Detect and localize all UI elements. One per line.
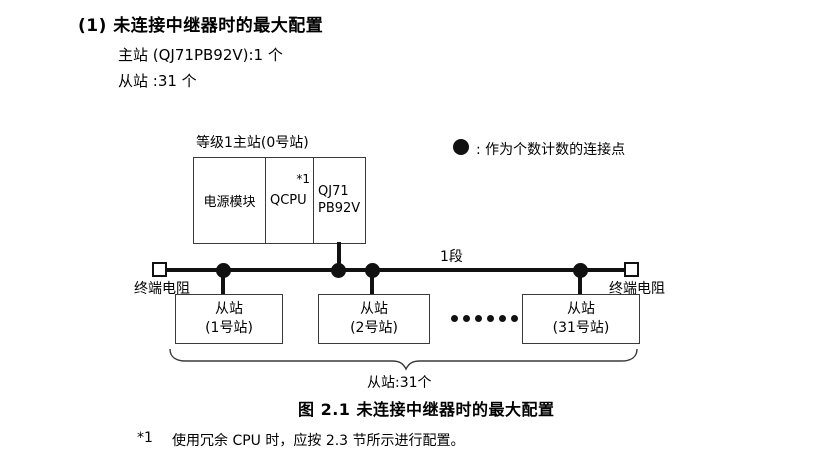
master-station-box: 电源模块 QCPU *1 QJ71 PB92V <box>193 157 366 244</box>
master-station-label: 等级1主站(0号站) <box>196 135 309 151</box>
ellipsis-dot <box>499 315 506 322</box>
connection-dot <box>573 263 588 278</box>
figure-caption: 图 2.1 未连接中继器时的最大配置 <box>298 400 555 419</box>
terminating-resistor-left-icon <box>152 262 167 277</box>
qcpu-footnote-ref: *1 <box>296 172 310 186</box>
slave-count-line: 从站 :31 个 <box>118 72 197 90</box>
terminating-resistor-left-label: 终端电阻 <box>134 281 190 297</box>
section-title: (1) 未连接中继器时的最大配置 <box>78 16 324 36</box>
drop-line-slave-1 <box>221 271 225 295</box>
ellipsis-dot <box>511 315 518 322</box>
footnote-text: 使用冗余 CPU 时，应按 2.3 节所示进行配置。 <box>172 433 465 449</box>
slave-total-label: 从站:31个 <box>367 375 432 391</box>
ellipsis-dot <box>463 315 470 322</box>
ellipsis-dot <box>451 315 458 322</box>
connection-dot <box>365 263 380 278</box>
connection-dot <box>331 263 346 278</box>
drop-line-slave-31 <box>578 271 582 295</box>
legend-text: : 作为个数计数的连接点 <box>476 142 626 158</box>
terminating-resistor-right-label: 终端电阻 <box>609 281 665 297</box>
bus-line <box>165 268 627 272</box>
power-supply-module-cell: 电源模块 <box>194 158 266 243</box>
ellipsis-dot <box>475 315 482 322</box>
slave-station-1-box: 从站 (1号站) <box>175 294 283 344</box>
terminating-resistor-right-icon <box>624 262 639 277</box>
footnote-marker: *1 <box>137 430 153 446</box>
connection-dot <box>216 263 231 278</box>
qj71pb92v-module-cell: QJ71 PB92V <box>318 184 361 216</box>
segment-1-label: 1段 <box>440 249 463 265</box>
ellipsis-dots <box>451 315 518 322</box>
drop-line-master <box>337 242 341 270</box>
qcpu-module-cell: QCPU *1 <box>266 158 314 243</box>
slave-station-31-box: 从站 (31号站) <box>522 294 640 344</box>
drop-line-slave-2 <box>370 271 374 295</box>
slave-station-2-box: 从站 (2号站) <box>318 294 430 344</box>
master-count-line: 主站 (QJ71PB92V):1 个 <box>118 46 283 64</box>
connection-point-icon <box>453 139 469 155</box>
qcpu-label: QCPU <box>270 193 307 208</box>
ellipsis-dot <box>487 315 494 322</box>
